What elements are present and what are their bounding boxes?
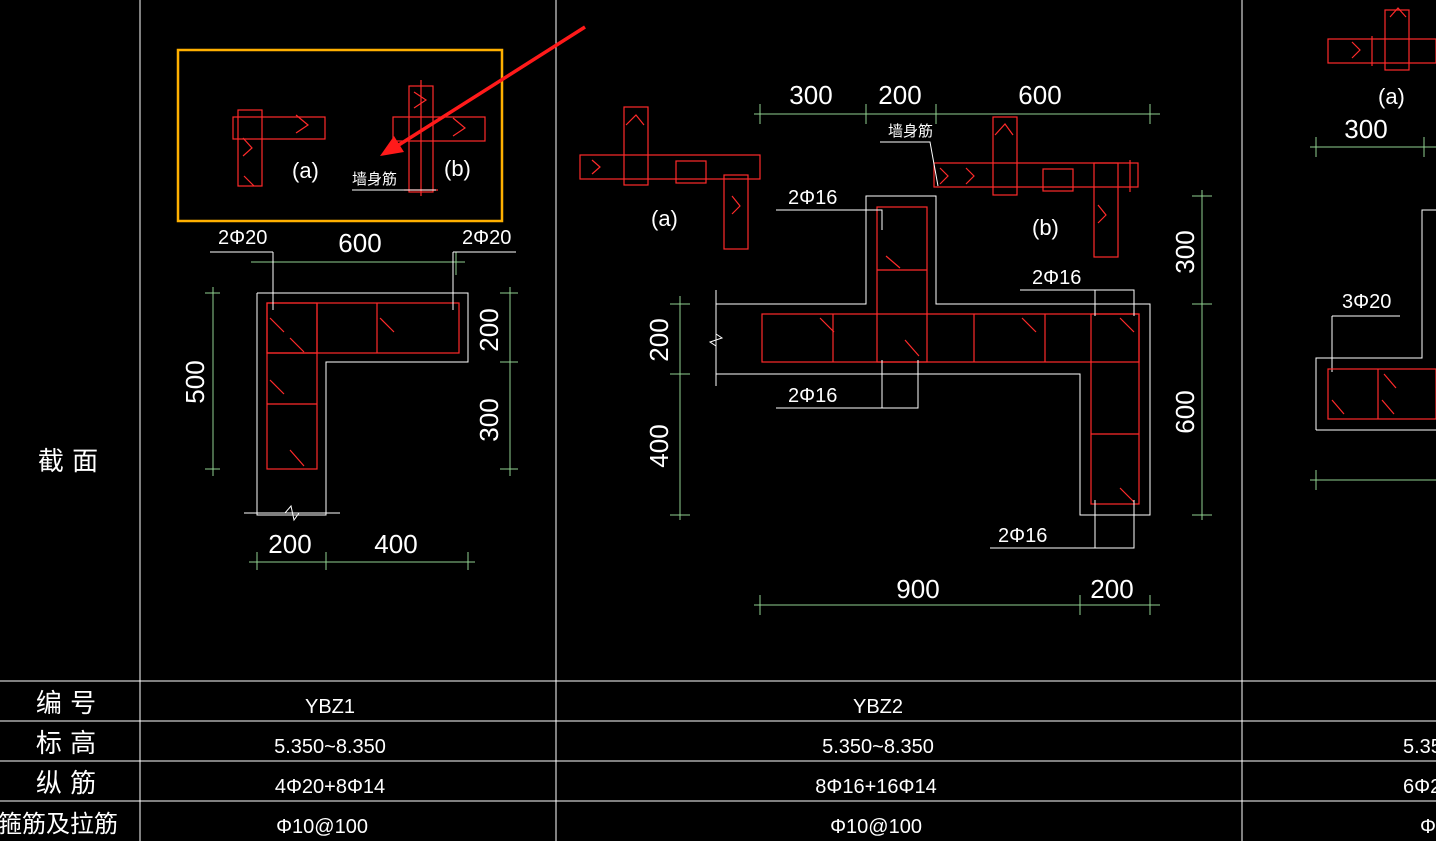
ybz3-top-dim: 300 [1344,114,1387,144]
ybz2-bar-right-top: 2Φ16 [1032,267,1081,289]
ybz1-rebar-cage [266,302,460,470]
ybz1-bar-left: 2Φ20 [218,227,267,249]
ybz2-right-dim-top: 300 [1170,230,1200,273]
ybz2-bottom-dim-right: 200 [1090,574,1133,604]
ybz1-elevation[interactable]: 5.350~8.350 [274,736,386,758]
ybz1-wall-bar-label: 墙身筋 [352,170,397,188]
ybz2-detail-a-icon [579,106,761,250]
ybz1-stirrup[interactable]: Φ10@100 [276,816,368,838]
ybz1-right-dim-bottom: 300 [474,398,504,441]
ybz2-section: (a) (b) 墙身筋 [579,80,1212,615]
ybz1-detail-a-label: (a) [292,158,319,183]
ybz1-code[interactable]: YBZ1 [305,696,355,718]
ybz2-dimensions [670,104,1212,615]
row-headers: 截 面 编 号 标 高 纵 筋 箍筋及拉筋 [0,447,118,838]
row-header-longitudinal: 纵 筋 [36,769,96,799]
ybz1-bar-right: 2Φ20 [462,227,511,249]
row-header-code: 编 号 [36,689,96,719]
ybz2-longitudinal[interactable]: 8Φ16+16Φ14 [815,776,936,798]
table-cells: YBZ1 5.350~8.350 4Φ20+8Φ14 Φ10@100 YBZ2 … [274,696,1436,838]
ybz1-dimensions [205,252,518,570]
ybz2-wall-bar-label: 墙身筋 [888,122,933,140]
ybz2-stirrup[interactable]: Φ10@100 [830,816,922,838]
ybz1-detail-a-icon [232,109,326,187]
ybz3-elevation[interactable]: 5.35 [1403,736,1436,758]
ybz1-detail-b-label: (b) [444,156,471,181]
ybz2-top-dim-2: 200 [878,80,921,110]
ybz3-detail-a-label: (a) [1378,84,1405,109]
ybz3-bar-label: 3Φ20 [1342,291,1391,313]
ybz2-detail-b-label: (b) [1032,215,1059,240]
ybz2-detail-b-icon [933,116,1139,258]
ybz2-bar-top: 2Φ16 [788,187,837,209]
ybz2-code[interactable]: YBZ2 [853,696,903,718]
ybz1-left-dim: 500 [180,360,210,403]
ybz1-top-dim: 600 [338,228,381,258]
ybz2-top-dim-1: 300 [789,80,832,110]
ybz3-longitudinal[interactable]: 6Φ2 [1403,776,1436,798]
ybz2-right-dim-bottom: 600 [1170,390,1200,433]
ybz2-left-dim-top: 200 [644,318,674,361]
ybz1-section: (a) (b) 墙身筋 [176,48,518,570]
ybz2-top-dim-3: 600 [1018,80,1061,110]
ybz2-outline [716,195,1151,516]
row-header-section: 截 面 [38,447,98,477]
ybz3-stirrup[interactable]: Φ [1420,816,1436,838]
ybz2-bar-left-bottom: 2Φ16 [788,385,837,407]
row-header-stirrup: 箍筋及拉筋 [0,810,118,838]
ybz2-bar-bottom: 2Φ16 [998,525,1047,547]
ybz1-outline [256,292,469,516]
ybz1-bottom-dim-left: 200 [268,529,311,559]
ybz1-right-dim-top: 200 [474,308,504,351]
ybz1-longitudinal[interactable]: 4Φ20+8Φ14 [275,776,385,798]
row-header-elevation: 标 高 [36,729,96,759]
ybz2-left-dim-bottom: 400 [644,424,674,467]
ybz2-bottom-dim-left: 900 [896,574,939,604]
highlight-box[interactable] [176,48,504,223]
ybz1-bottom-dim-right: 400 [374,529,417,559]
ybz2-detail-a-label: (a) [651,206,678,231]
ybz2-rebar-cage [761,206,1140,505]
ybz3-section: (a) 300 3Φ20 [1310,7,1436,490]
ybz2-elevation[interactable]: 5.350~8.350 [822,736,934,758]
annotation-arrow[interactable] [380,25,586,156]
ybz3-detail-a-icon [1327,7,1436,71]
